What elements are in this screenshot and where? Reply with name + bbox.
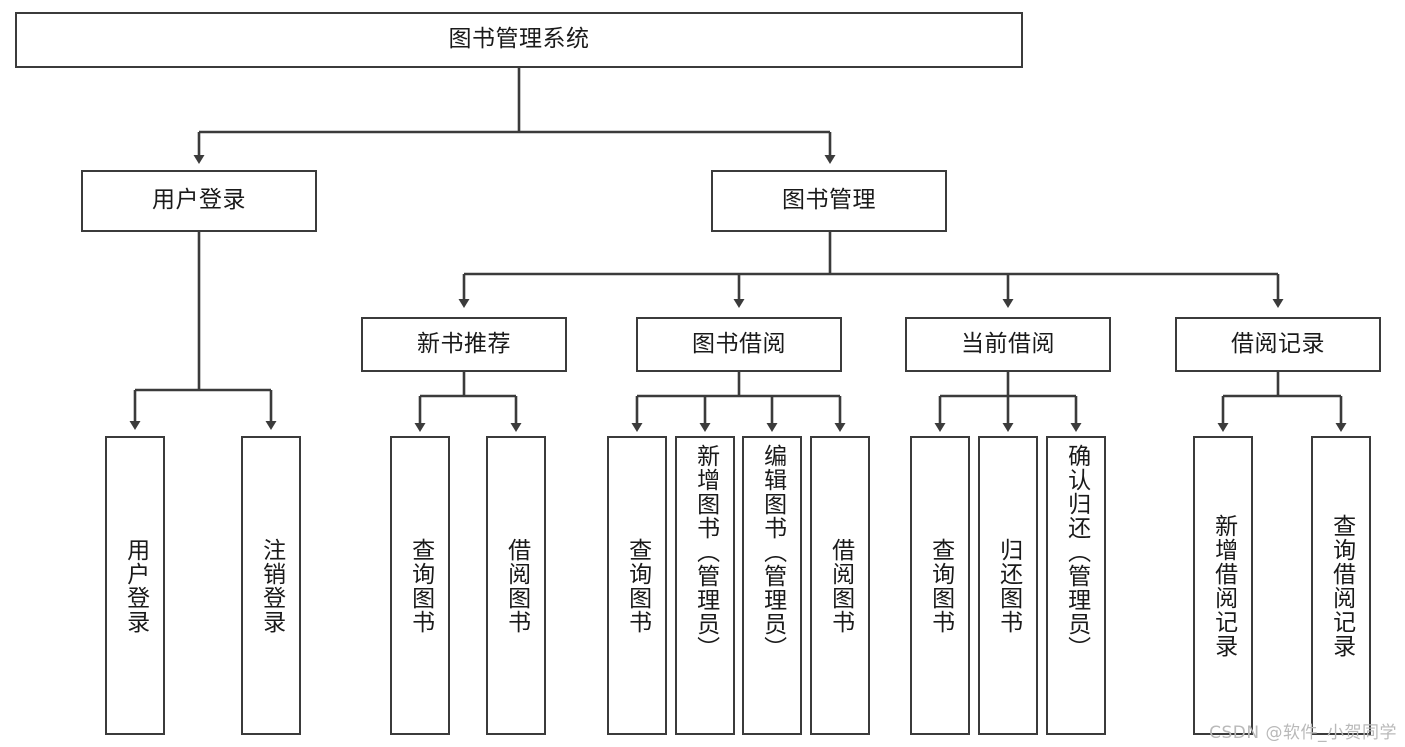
node-root-label: 图书管理系统: [448, 26, 590, 53]
leaf-user-logout[interactable]: 注销登录: [241, 436, 301, 735]
leaf-query-book-2[interactable]: 查询图书: [607, 436, 667, 735]
leaf-edit-book[interactable]: 编辑图书（管理员）: [742, 436, 802, 735]
leaf-borrow-book-2[interactable]: 借阅图书: [810, 436, 870, 735]
leaf-query-book-3[interactable]: 查询图书: [910, 436, 970, 735]
node-book-manage-label: 图书管理: [782, 187, 876, 214]
node-user-login-label: 用户登录: [152, 187, 246, 214]
leaf-add-record-label: 新增借阅记录: [1210, 513, 1237, 658]
node-user-login[interactable]: 用户登录: [81, 170, 317, 232]
node-current-borrow[interactable]: 当前借阅: [905, 317, 1111, 372]
leaf-query-book-3-label: 查询图书: [927, 537, 954, 634]
leaf-borrow-book-1[interactable]: 借阅图书: [486, 436, 546, 735]
leaf-confirm-return[interactable]: 确认归还（管理员）: [1046, 436, 1106, 735]
leaf-query-book-1[interactable]: 查询图书: [390, 436, 450, 735]
leaf-add-record[interactable]: 新增借阅记录: [1193, 436, 1253, 735]
leaf-confirm-return-label: 确认归还（管理员）: [1063, 444, 1090, 660]
leaf-user-logout-label: 注销登录: [258, 537, 285, 634]
node-book-borrow[interactable]: 图书借阅: [636, 317, 842, 372]
watermark-text: CSDN @软件_小贺同学: [1209, 723, 1397, 743]
leaf-query-record-label: 查询借阅记录: [1328, 513, 1355, 658]
leaf-return-book-label: 归还图书: [995, 537, 1022, 634]
leaf-query-record[interactable]: 查询借阅记录: [1311, 436, 1371, 735]
node-borrow-record-label: 借阅记录: [1231, 330, 1325, 357]
node-root[interactable]: 图书管理系统: [15, 12, 1023, 68]
leaf-query-book-1-label: 查询图书: [407, 537, 434, 634]
node-book-borrow-label: 图书借阅: [692, 330, 786, 357]
leaf-return-book[interactable]: 归还图书: [978, 436, 1038, 735]
node-book-manage[interactable]: 图书管理: [711, 170, 947, 232]
node-current-borrow-label: 当前借阅: [961, 330, 1055, 357]
leaf-borrow-book-2-label: 借阅图书: [827, 537, 854, 634]
leaf-user-login-label: 用户登录: [122, 537, 149, 634]
leaf-user-login[interactable]: 用户登录: [105, 436, 165, 735]
leaf-add-book[interactable]: 新增图书（管理员）: [675, 436, 735, 735]
node-new-book-rec-label: 新书推荐: [417, 330, 511, 357]
leaf-query-book-2-label: 查询图书: [624, 537, 651, 634]
leaf-borrow-book-1-label: 借阅图书: [503, 537, 530, 634]
node-borrow-record[interactable]: 借阅记录: [1175, 317, 1381, 372]
leaf-add-book-label: 新增图书（管理员）: [692, 444, 719, 660]
leaf-edit-book-label: 编辑图书（管理员）: [759, 444, 786, 660]
node-new-book-rec[interactable]: 新书推荐: [361, 317, 567, 372]
